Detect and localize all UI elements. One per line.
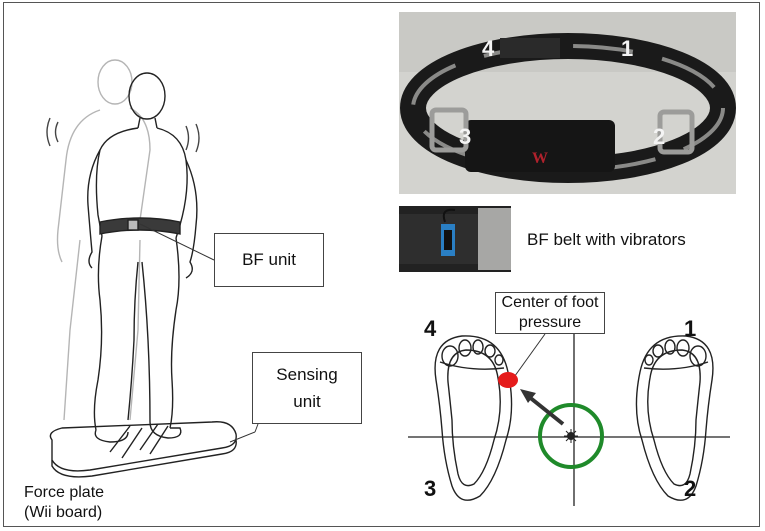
cop-arrow [526, 394, 565, 426]
svg-text:W: W [532, 150, 548, 167]
belt-number-1: 1 [621, 36, 634, 61]
cop-dot [498, 372, 518, 388]
bf-unit-label: BF unit [242, 250, 296, 270]
sensing-unit-label-box: Sensing unit [252, 352, 362, 424]
human-figure [46, 59, 200, 443]
force-plate-label-line1: Force plate [24, 484, 105, 501]
force-plate [49, 421, 237, 478]
cop-label-line1: Center of foot [501, 294, 599, 311]
quadrant-number-3: 3 [424, 476, 437, 501]
vibrator-photo [399, 206, 511, 272]
cop-label-line2: pressure [518, 314, 582, 331]
sensing-unit-leader [229, 431, 256, 443]
bf-belt-caption: BF belt with vibrators [527, 230, 686, 249]
arrow-head [520, 389, 536, 403]
left-foot-outline [434, 335, 513, 501]
quadrant-number-4: 4 [424, 316, 437, 341]
bf-unit-label-box: BF unit [214, 233, 324, 287]
quadrant-number-2: 2 [684, 476, 697, 501]
figure-frame [3, 2, 760, 527]
quadrant-number-1: 1 [684, 316, 697, 341]
cop-leader [511, 333, 546, 381]
right-foot-outline [635, 335, 714, 501]
bf-unit-leader [139, 223, 215, 261]
belt-photo: W [399, 12, 736, 194]
cop-label-box: Center of foot pressure [495, 292, 605, 334]
target-circle [538, 403, 604, 469]
belt-number-4: 4 [482, 36, 495, 61]
belt-number-3: 3 [459, 124, 472, 149]
sensing-unit-label-line1: Sensing [276, 364, 338, 384]
sensing-unit-label-line2: unit [293, 392, 321, 411]
force-plate-label-line2: (Wii board) [24, 504, 103, 521]
belt-number-2: 2 [653, 124, 666, 149]
